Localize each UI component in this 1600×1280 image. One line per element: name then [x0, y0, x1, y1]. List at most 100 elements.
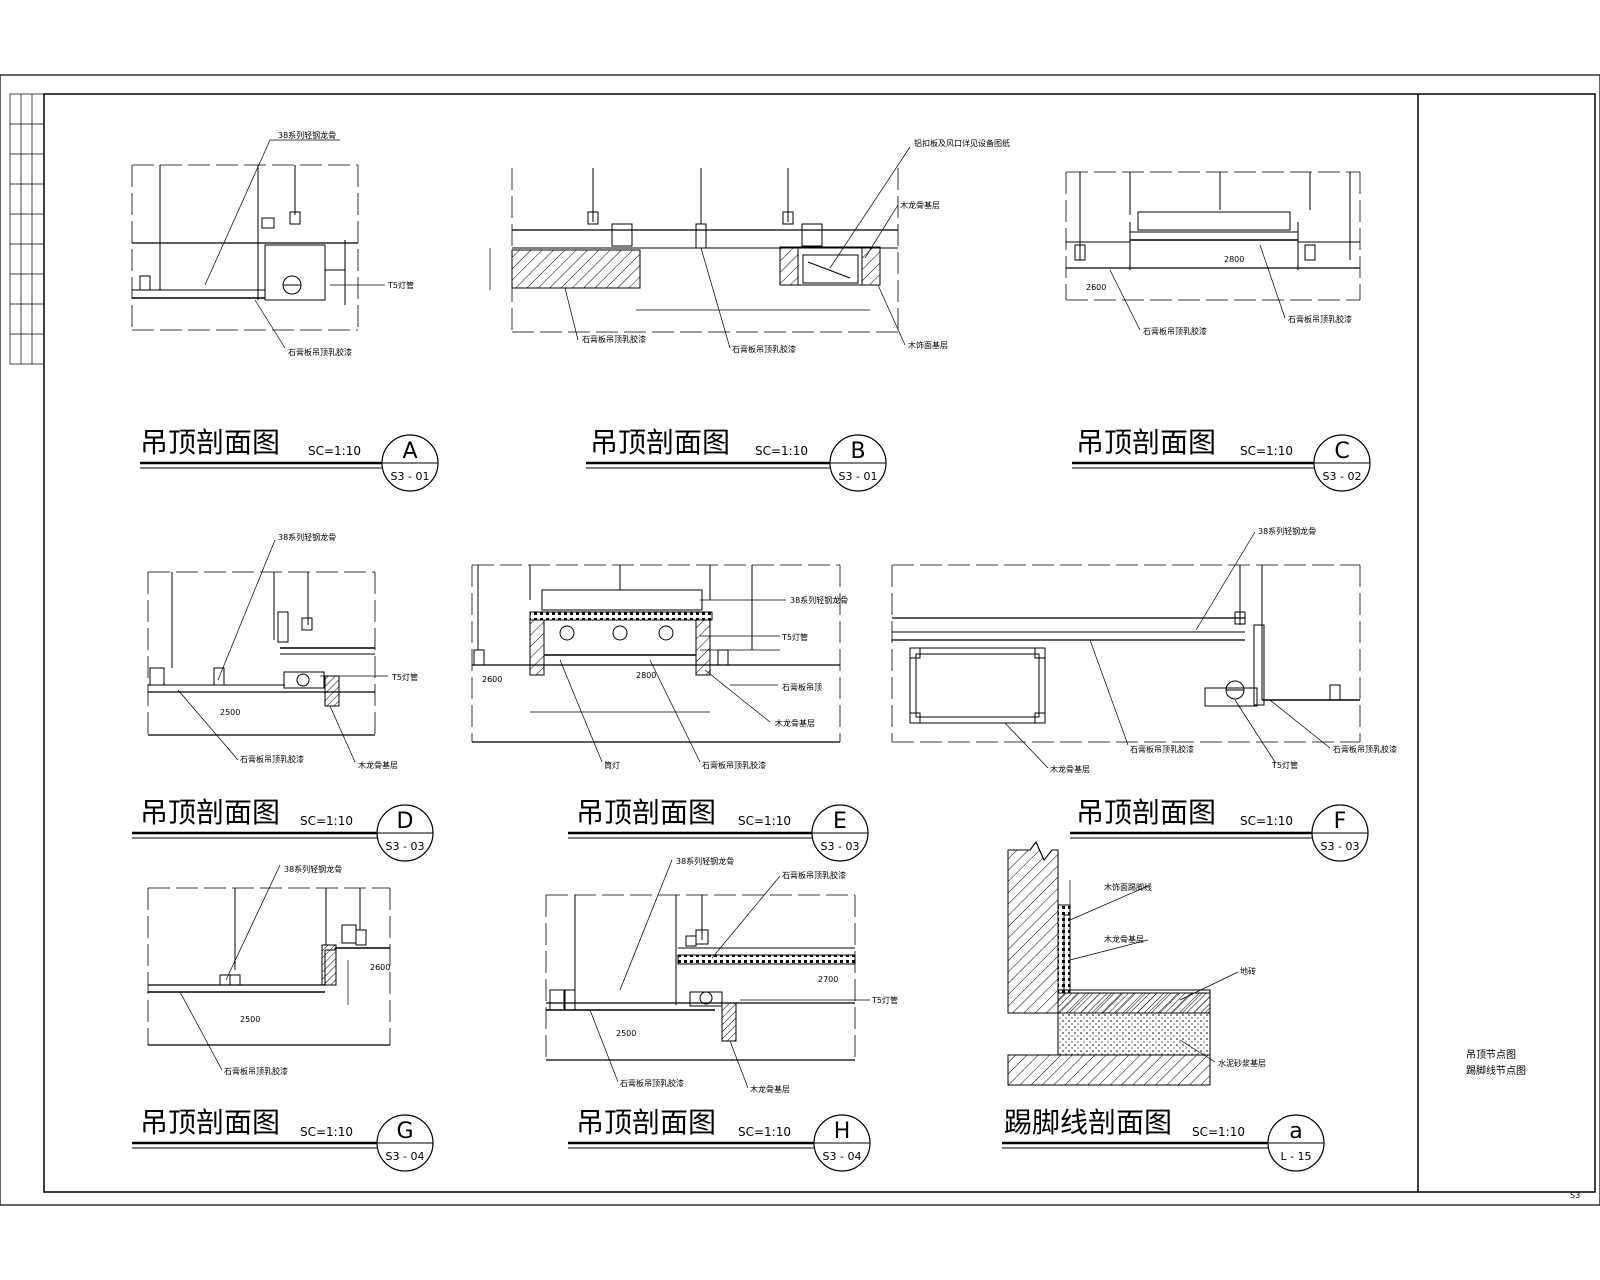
detail-g-notes: 38系列轻钢龙骨 石膏板吊顶乳胶漆 2500 2600 — [224, 864, 390, 1076]
detail-a-notes: 38系列轻钢龙骨 石膏板吊顶乳胶漆 T5灯管 — [278, 130, 414, 357]
detail-g — [147, 864, 391, 1071]
level-mark: 2500 — [240, 1015, 260, 1024]
level-mark: 2500 — [616, 1029, 636, 1038]
panel-note-2: 踢脚线节点图 — [1466, 1064, 1526, 1077]
detail-letter: B — [850, 439, 865, 464]
detail-b-notes: 铝扣板及风口详见设备图纸 石膏板吊顶乳胶漆 木龙骨基层 石膏板吊顶乳胶漆 木饰面… — [582, 138, 1010, 354]
callout-text: 石膏板吊顶乳胶漆 — [1333, 744, 1397, 754]
callout-text: 石膏板吊顶乳胶漆 — [1143, 326, 1207, 336]
detail-e-notes: 38系列轻钢龙骨 T5灯管 石膏板吊顶 木龙骨基层 筒灯 石膏板吊顶乳胶漆 26… — [482, 595, 848, 770]
detail-letter: H — [834, 1119, 851, 1144]
detail-scale: SC=1:10 — [308, 444, 361, 458]
callout-text: 木龙骨基层 — [900, 200, 940, 210]
callout-text: 石膏板吊顶乳胶漆 — [1130, 744, 1194, 754]
sheet-ref: S3 - 03 — [821, 840, 860, 853]
detail-scale: SC=1:10 — [300, 814, 353, 828]
detail-title: 踢脚线剖面图 — [1004, 1106, 1172, 1139]
detail-title: 吊顶剖面图 — [140, 426, 280, 459]
detail-letter: F — [1334, 809, 1347, 834]
detail-e — [471, 564, 841, 763]
callout-text: 石膏板吊顶乳胶漆 — [1288, 314, 1352, 324]
detail-letter: G — [396, 1119, 413, 1144]
detail-skirting-notes: 木饰面踢脚线 木龙骨基层 地砖 水泥砂浆基层 — [1104, 882, 1266, 1068]
title-g: 吊顶剖面图 SC=1:10 G S3 - 04 — [132, 1106, 434, 1172]
callout-text: 石膏板吊顶乳胶漆 — [224, 1066, 288, 1076]
callout-text: 38系列轻钢龙骨 — [790, 595, 848, 605]
callout-text: T5灯管 — [871, 995, 898, 1005]
callout-text: 石膏板吊顶乳胶漆 — [620, 1078, 684, 1088]
callout-text: 木龙骨基层 — [1050, 764, 1090, 774]
title-d: 吊顶剖面图 SC=1:10 D S3 - 03 — [132, 796, 434, 862]
sheet-ref: S3 - 01 — [839, 470, 878, 483]
callout-text: 木龙骨基层 — [1104, 934, 1144, 944]
detail-title: 吊顶剖面图 — [576, 1106, 716, 1139]
callout-text: 石膏板吊顶 — [782, 682, 822, 692]
callout-text: 38系列轻钢龙骨 — [284, 864, 342, 874]
sheet-ref: S3 - 01 — [391, 470, 430, 483]
callout-text: T5灯管 — [391, 672, 418, 682]
callout-text: 木龙骨基层 — [775, 718, 815, 728]
callout-text: 石膏板吊顶乳胶漆 — [702, 760, 766, 770]
sheet-ref: S3 - 04 — [823, 1150, 862, 1163]
sheet-ref: S3 - 02 — [1323, 470, 1362, 483]
right-panel: 吊顶节点图 踢脚线节点图 S3 — [1466, 1049, 1580, 1200]
title-b: 吊顶剖面图 SC=1:10 B S3 - 01 — [586, 426, 887, 492]
detail-d-notes: 38系列轻钢龙骨 T5灯管 石膏板吊顶乳胶漆 木龙骨基层 2500 — [220, 532, 418, 770]
callout-text: 石膏板吊顶乳胶漆 — [782, 870, 846, 880]
detail-letter: D — [397, 809, 414, 834]
detail-title: 吊顶剖面图 — [590, 426, 730, 459]
sheet-ref: S3 - 04 — [386, 1150, 425, 1163]
detail-letter: a — [1289, 1119, 1302, 1144]
detail-scale: SC=1:10 — [1240, 814, 1293, 828]
revision-strip — [9, 93, 45, 365]
detail-b — [489, 146, 911, 349]
sheet-ref: S3 - 03 — [1321, 840, 1360, 853]
title-c: 吊顶剖面图 SC=1:10 C S3 - 02 — [1072, 426, 1371, 492]
callout-text: 水泥砂浆基层 — [1218, 1058, 1266, 1068]
callout-text: 石膏板吊顶乳胶漆 — [732, 344, 796, 354]
detail-h — [545, 859, 870, 1089]
panel-note-1: 吊顶节点图 — [1466, 1049, 1516, 1061]
callout-text: 石膏板吊顶乳胶漆 — [240, 754, 304, 764]
sheet-ref: L - 15 — [1280, 1150, 1311, 1163]
detail-scale: SC=1:10 — [755, 444, 808, 458]
detail-scale: SC=1:10 — [738, 1125, 791, 1139]
detail-a — [131, 139, 385, 349]
callout-text: 铝扣板及风口详见设备图纸 — [914, 138, 1010, 148]
callout-text: 木饰面基层 — [908, 340, 948, 350]
detail-letter: A — [402, 439, 417, 464]
callout-text: 石膏板吊顶乳胶漆 — [288, 347, 352, 357]
detail-h-notes: 38系列轻钢龙骨 石膏板吊顶乳胶漆 T5灯管 石膏板吊顶乳胶漆 木龙骨基层 25… — [616, 856, 898, 1094]
callout-text: 地砖 — [1240, 966, 1256, 976]
callout-text: 木饰面踢脚线 — [1104, 882, 1152, 892]
level-mark: 2600 — [482, 675, 502, 684]
detail-letter: C — [1334, 439, 1349, 464]
level-mark: 2500 — [220, 708, 240, 717]
callout-text: T5灯管 — [1271, 760, 1298, 770]
detail-scale: SC=1:10 — [738, 814, 791, 828]
level-mark: 2600 — [1086, 283, 1106, 292]
callout-text: T5灯管 — [387, 280, 414, 290]
detail-letter: E — [833, 809, 847, 834]
sheet-frame — [0, 74, 1600, 1206]
sheet-ref: S3 - 03 — [386, 840, 425, 853]
detail-f-notes: 38系列轻钢龙骨 木龙骨基层 石膏板吊顶乳胶漆 T5灯管 石膏板吊顶乳胶漆 — [1050, 526, 1397, 774]
level-mark: 2700 — [818, 975, 838, 984]
title-a: 吊顶剖面图 SC=1:10 A S3 - 01 — [140, 426, 439, 492]
callout-text: 木龙骨基层 — [750, 1084, 790, 1094]
title-f: 吊顶剖面图 SC=1:10 F S3 - 03 — [1070, 796, 1369, 862]
page-mark: S3 — [1570, 1191, 1580, 1200]
callout-text: 38系列轻钢龙骨 — [278, 130, 336, 140]
detail-f — [891, 531, 1361, 769]
level-mark: 2800 — [636, 671, 656, 680]
callout-text: 石膏板吊顶乳胶漆 — [582, 334, 646, 344]
detail-c-notes: 石膏板吊顶乳胶漆 石膏板吊顶乳胶漆 2800 2600 — [1086, 255, 1352, 336]
detail-title: 吊顶剖面图 — [140, 1106, 280, 1139]
detail-scale: SC=1:10 — [1240, 444, 1293, 458]
callout-text: 38系列轻钢龙骨 — [278, 532, 336, 542]
callout-text: 木龙骨基层 — [358, 760, 398, 770]
title-h: 吊顶剖面图 SC=1:10 H S3 - 04 — [568, 1106, 871, 1172]
callout-text: 38系列轻钢龙骨 — [676, 856, 734, 866]
title-skirting: 踢脚线剖面图 SC=1:10 a L - 15 — [1002, 1106, 1325, 1172]
callout-text: T5灯管 — [781, 632, 808, 642]
